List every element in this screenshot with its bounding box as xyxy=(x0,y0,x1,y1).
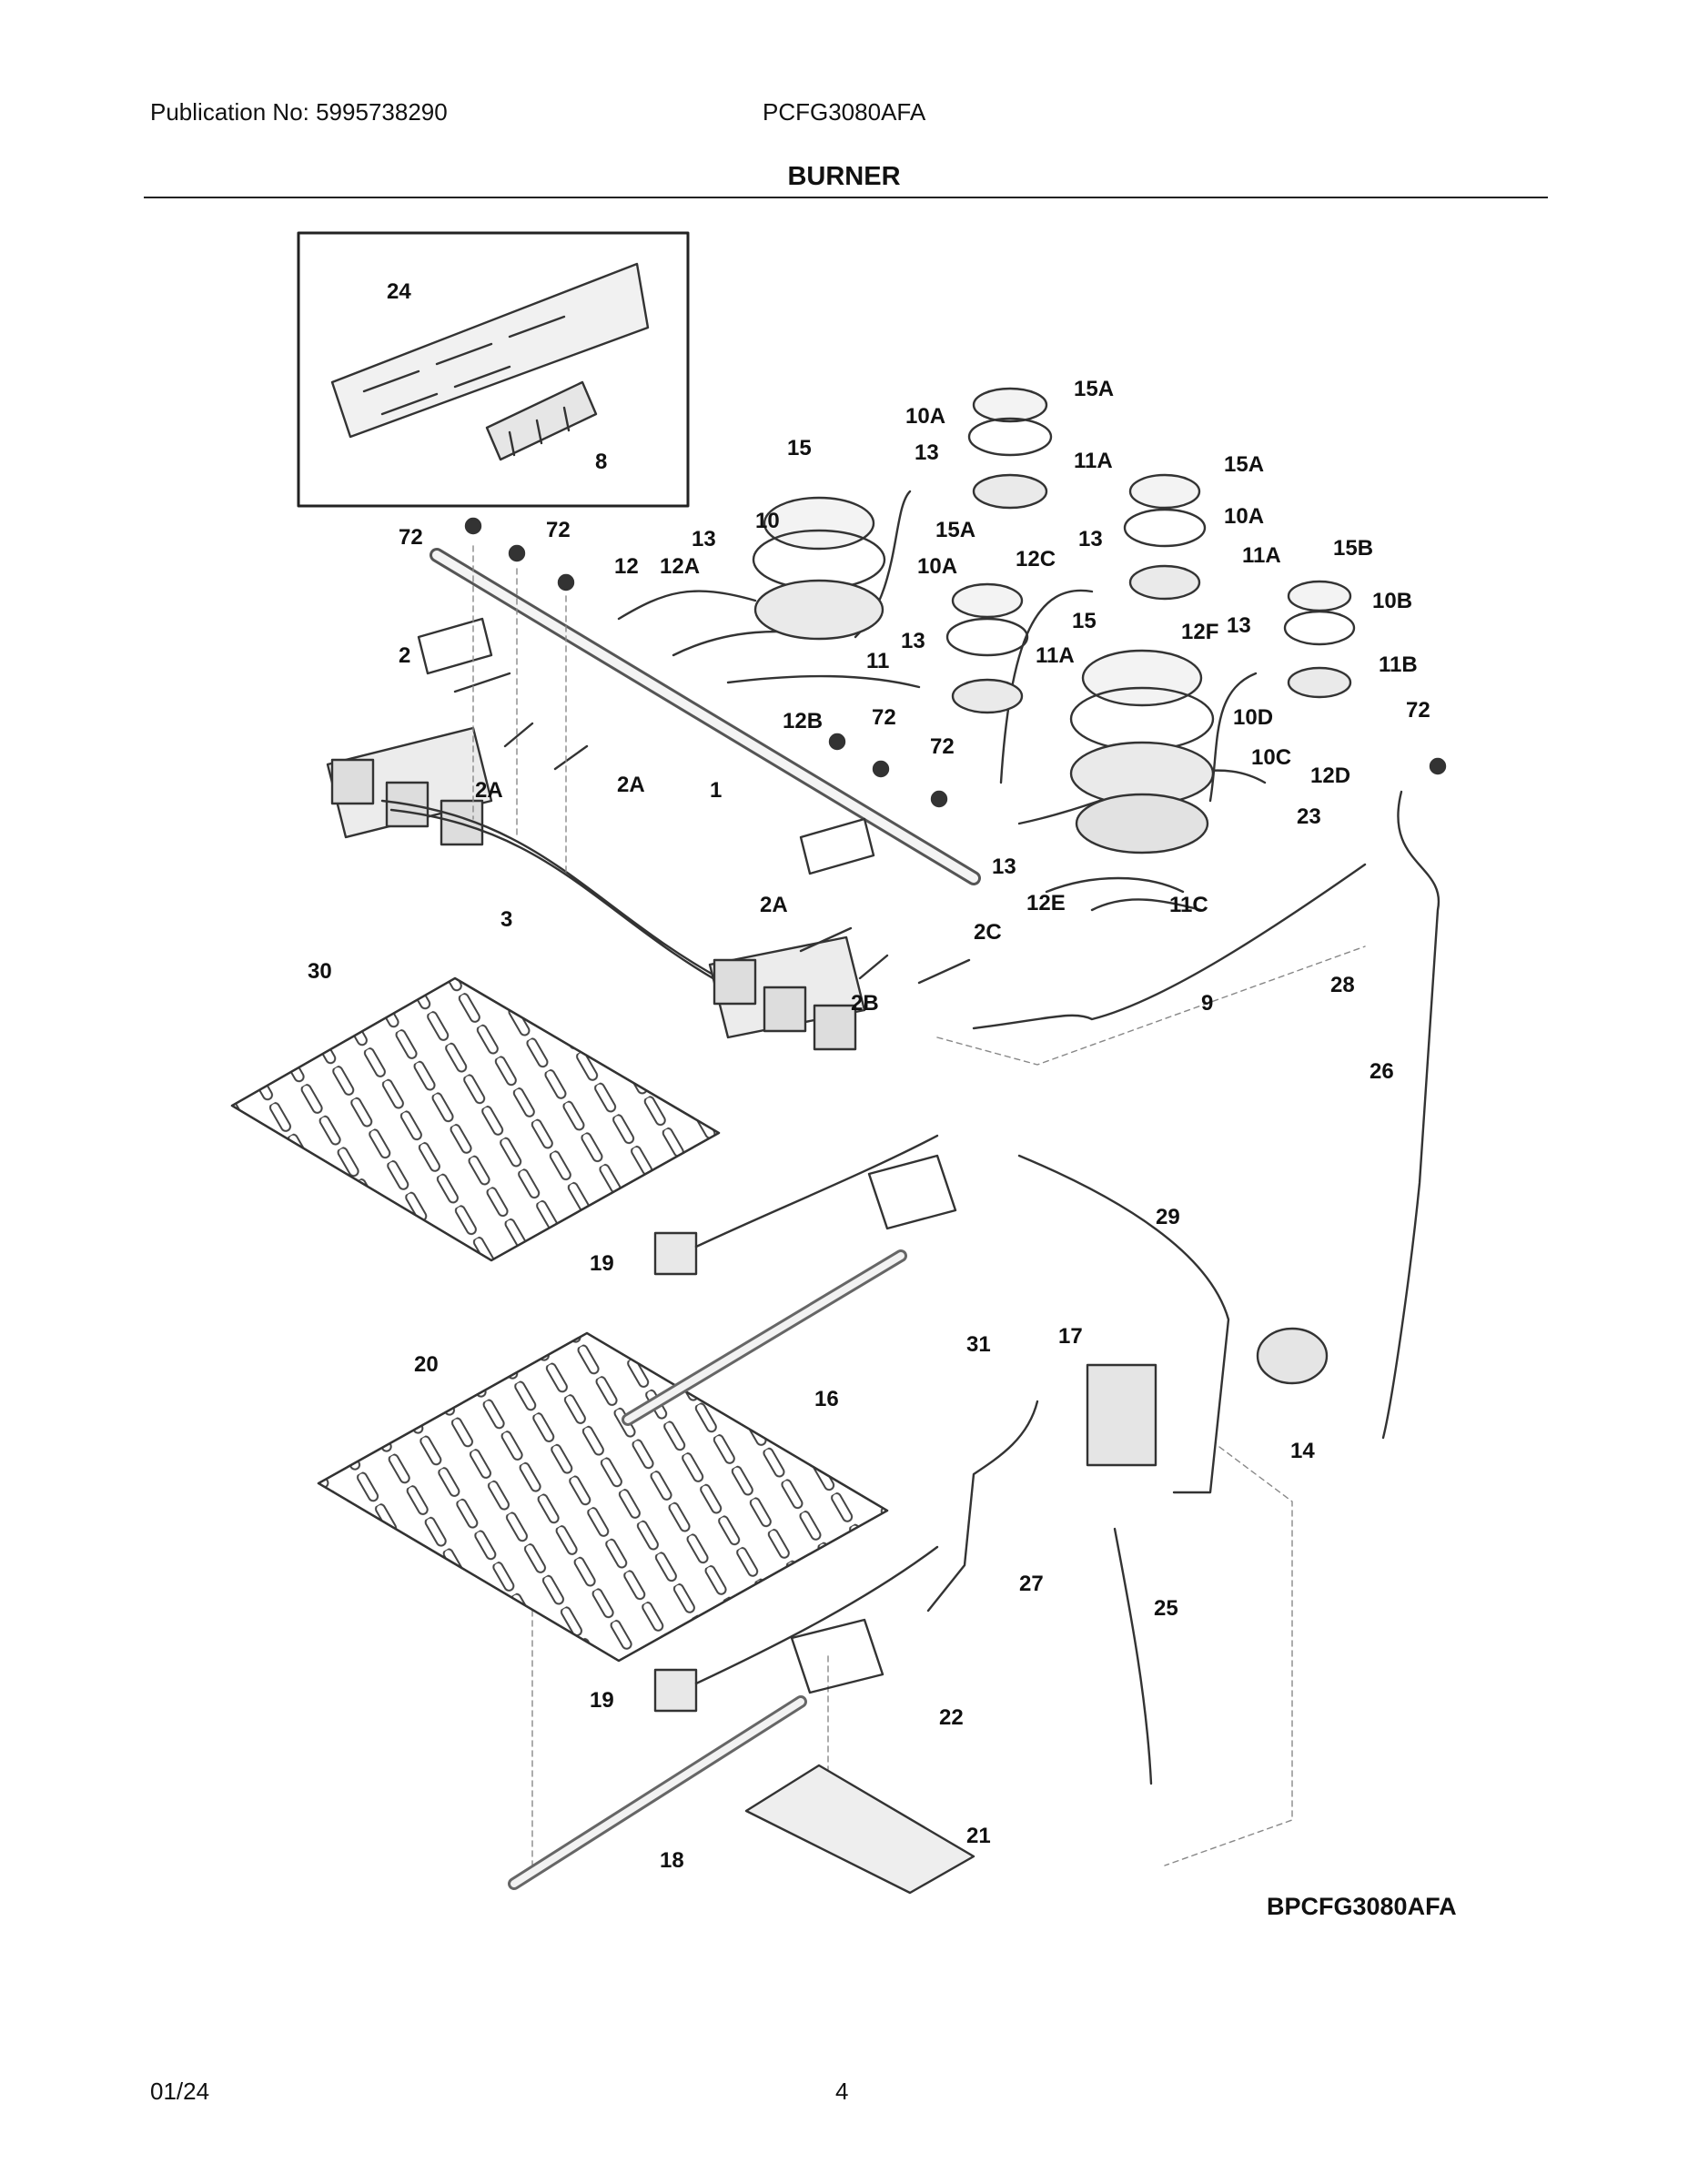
title-divider xyxy=(144,197,1548,198)
callout-19: 19 xyxy=(590,1251,614,1276)
callout-2c: 2C xyxy=(974,920,1002,945)
callout-21: 21 xyxy=(966,1824,991,1848)
callout-12d: 12D xyxy=(1310,763,1350,788)
callout-13: 13 xyxy=(1227,613,1251,638)
callout-15b: 15B xyxy=(1333,536,1373,561)
callout-8: 8 xyxy=(595,450,607,474)
callout-11a: 11A xyxy=(1036,643,1075,668)
callout-19: 19 xyxy=(590,1688,614,1713)
callout-15: 15 xyxy=(1072,609,1097,633)
callout-17: 17 xyxy=(1058,1324,1083,1349)
callout-72: 72 xyxy=(930,734,955,759)
inset-frame xyxy=(297,231,690,508)
callout-13: 13 xyxy=(992,854,1016,879)
callout-11b: 11B xyxy=(1379,652,1418,677)
callout-72: 72 xyxy=(399,525,423,550)
callout-2a: 2A xyxy=(617,773,645,797)
callout-15: 15 xyxy=(787,436,812,460)
callout-11a: 11A xyxy=(1242,543,1281,568)
callout-26: 26 xyxy=(1370,1059,1394,1084)
publication-number: Publication No: 5995738290 xyxy=(150,98,448,126)
callout-11: 11 xyxy=(866,649,889,673)
callout-11c: 11C xyxy=(1169,893,1208,917)
callout-13: 13 xyxy=(692,527,716,551)
callout-13: 13 xyxy=(915,440,939,465)
callout-2a: 2A xyxy=(760,893,788,917)
callout-3: 3 xyxy=(500,907,512,932)
callout-20: 20 xyxy=(414,1352,439,1377)
callout-10d: 10D xyxy=(1233,705,1273,730)
callout-12b: 12B xyxy=(783,709,823,733)
diagram-code: BPCFG3080AFA xyxy=(1267,1893,1457,1920)
callout-10c: 10C xyxy=(1251,745,1291,770)
page-number: 4 xyxy=(835,2078,849,2105)
callout-72: 72 xyxy=(546,518,571,542)
callout-labels: 24 8 72 72 12 12A 13 10 15 10A 13 15A 11… xyxy=(308,279,1430,1873)
callout-10a: 10A xyxy=(905,404,945,429)
page-title: BURNER xyxy=(787,162,901,191)
callout-23: 23 xyxy=(1297,804,1321,829)
callout-15a: 15A xyxy=(1074,377,1114,401)
callout-2: 2 xyxy=(399,643,410,668)
callout-22: 22 xyxy=(939,1705,964,1730)
callout-10b: 10B xyxy=(1372,589,1412,613)
callout-12e: 12E xyxy=(1026,891,1066,915)
callout-14: 14 xyxy=(1290,1439,1315,1463)
publication-date: 01/24 xyxy=(150,2078,210,2105)
callout-28: 28 xyxy=(1330,973,1355,997)
callout-25: 25 xyxy=(1154,1596,1178,1621)
model-number: PCFG3080AFA xyxy=(763,98,926,126)
callout-12c: 12C xyxy=(1016,547,1056,571)
callout-18: 18 xyxy=(660,1848,684,1873)
callout-31: 31 xyxy=(966,1332,991,1357)
callout-15a: 15A xyxy=(935,518,975,542)
callout-10a: 10A xyxy=(917,554,957,579)
callout-2b: 2B xyxy=(851,991,879,1016)
callout-15a: 15A xyxy=(1224,452,1264,477)
callout-12a: 12A xyxy=(660,554,700,579)
callout-1: 1 xyxy=(710,778,722,803)
callout-13: 13 xyxy=(901,629,925,653)
callout-12: 12 xyxy=(614,554,639,579)
callout-16: 16 xyxy=(814,1387,839,1411)
callout-12f: 12F xyxy=(1181,620,1218,644)
callout-24: 24 xyxy=(387,279,411,304)
callout-72: 72 xyxy=(1406,698,1430,723)
callout-11a: 11A xyxy=(1074,449,1113,473)
callout-13: 13 xyxy=(1078,527,1103,551)
callout-72: 72 xyxy=(872,705,896,730)
callout-9: 9 xyxy=(1201,991,1213,1016)
callout-27: 27 xyxy=(1019,1572,1044,1596)
callout-10a: 10A xyxy=(1224,504,1264,529)
callout-29: 29 xyxy=(1156,1205,1180,1229)
callout-2a: 2A xyxy=(475,778,503,803)
callout-10: 10 xyxy=(755,509,780,533)
callout-30: 30 xyxy=(308,959,332,984)
